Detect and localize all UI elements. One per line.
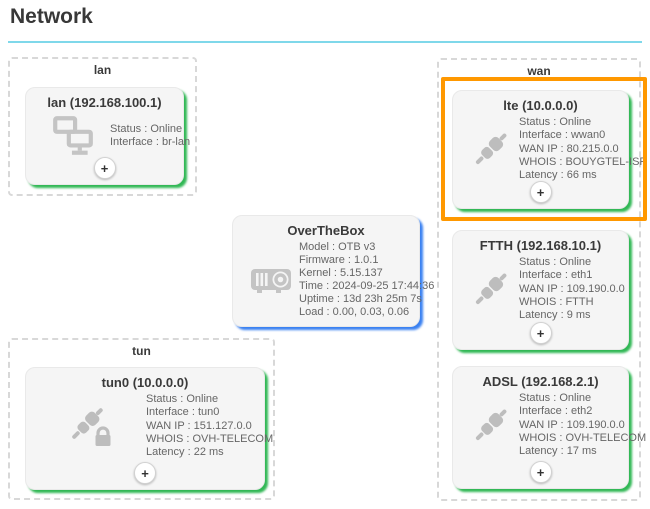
plug-lock-icon (36, 402, 146, 450)
detail-line: Model : OTB v3 (299, 241, 376, 253)
group-tun-label: tun (132, 344, 151, 358)
card-overthebox[interactable]: OverTheBox Model : OTB v3 Firmware : 1.0… (232, 215, 434, 327)
detail-line: Status : Online (519, 256, 592, 268)
detail-line: Status : Online (110, 122, 183, 135)
card-overthebox-details: Model : OTB v3 Firmware : 1.0.1 Kernel :… (299, 241, 434, 319)
group-lan: lan lan (192.168.100.1) Status : Online … (8, 57, 197, 196)
detail-line: WAN IP : 109.190.0.0 (519, 282, 625, 295)
title-divider (8, 41, 642, 43)
plug-icon (463, 403, 519, 447)
detail-line: Latency : 17 ms (519, 445, 597, 458)
detail-line: Uptime : 13d 23h 25m 7s (299, 293, 422, 305)
detail-line: Interface : br-lan (110, 136, 191, 148)
detail-line: WHOIS : FTTH (519, 295, 594, 308)
switch-icon (36, 113, 110, 159)
group-wan-label: wan (527, 64, 551, 78)
detail-line: Latency : 22 ms (146, 446, 224, 459)
add-interface-button[interactable]: + (529, 322, 552, 344)
add-interface-button[interactable]: + (134, 462, 156, 484)
detail-line: WAN IP : 109.190.0.0 (519, 418, 625, 431)
detail-line: Interface : tun0 (146, 406, 220, 419)
detail-line: Firmware : 1.0.1 (299, 254, 379, 266)
detail-line: Latency : 66 ms (519, 169, 597, 182)
page-title: Network (10, 5, 93, 28)
detail-line: WHOIS : BOUYGTEL-ISP (519, 155, 647, 168)
card-ftth-details: Status : Online Interface : eth1 WAN IP … (519, 256, 625, 322)
add-interface-button[interactable]: + (529, 181, 552, 203)
plug-icon (463, 267, 519, 311)
detail-line: Status : Online (146, 393, 219, 405)
card-lte-details: Status : Online Interface : wwan0 WAN IP… (519, 116, 647, 182)
card-ftth-title: FTTH (192.168.10.1) (479, 238, 602, 253)
detail-line: WAN IP : 151.127.0.0 (146, 419, 252, 432)
add-interface-button[interactable]: + (93, 157, 116, 179)
detail-line: WHOIS : OVH-TELECOM (146, 432, 274, 445)
detail-line: Load : 0.00, 0.03, 0.06 (299, 306, 410, 318)
card-tun0-details: Status : Online Interface : tun0 WAN IP … (146, 393, 273, 459)
card-lte-title: lte (10.0.0.0) (503, 98, 578, 113)
group-wan: wan lte (10.0.0.0) Status : Onl (437, 58, 647, 501)
detail-line: Time : 2024-09-25 17:44:36 (299, 280, 435, 292)
card-adsl-title: ADSL (192.168.2.1) (482, 374, 599, 389)
card-lte[interactable]: lte (10.0.0.0) Status : Online Interfa (452, 90, 647, 209)
add-interface-button[interactable]: + (529, 461, 552, 483)
router-icon (243, 258, 299, 302)
card-tun0[interactable]: tun0 (10.0.0.0) Status (25, 367, 273, 490)
card-adsl[interactable]: ADSL (192.168.2.1) Status : Online Int (452, 366, 646, 489)
group-lan-label: lan (93, 63, 112, 77)
card-lan-title: lan (192.168.100.1) (47, 95, 162, 110)
detail-line: Interface : eth2 (519, 405, 593, 418)
detail-line: Status : Online (519, 116, 592, 128)
card-adsl-details: Status : Online Interface : eth2 WAN IP … (519, 392, 646, 458)
plug-icon (463, 127, 519, 171)
detail-line: Interface : wwan0 (519, 129, 606, 142)
card-lan-details: Status : Online Interface : br-lan (110, 123, 190, 150)
detail-line: Kernel : 5.15.137 (299, 267, 383, 279)
card-lan[interactable]: lan (192.168.100.1) Status : Online Inte… (25, 87, 190, 185)
card-ftth[interactable]: FTTH (192.168.10.1) Status : Online In (452, 230, 629, 350)
detail-line: Latency : 9 ms (519, 309, 591, 322)
detail-line: Status : Online (519, 392, 592, 404)
detail-line: WHOIS : OVH-TELECOM (519, 431, 647, 444)
detail-line: Interface : eth1 (519, 269, 593, 282)
group-tun: tun tun0 (10.0.0.0) (8, 338, 275, 500)
detail-line: WAN IP : 80.215.0.0 (519, 142, 619, 155)
card-tun0-title: tun0 (10.0.0.0) (101, 375, 189, 390)
card-overthebox-title: OverTheBox (287, 223, 365, 238)
